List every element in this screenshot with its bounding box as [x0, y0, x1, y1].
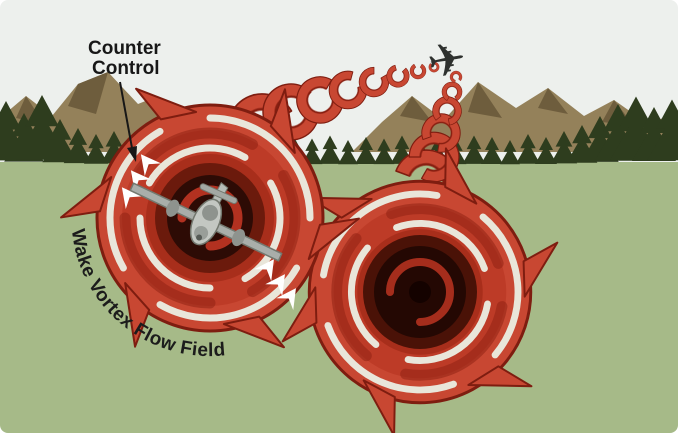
airplane-icon: ✈ [423, 31, 470, 89]
vortex-right [218, 91, 621, 433]
counter-control-line1: Counter [88, 38, 161, 59]
counter-control-line2: Control [92, 58, 160, 79]
counter-control-label: Counter Control [88, 38, 161, 79]
aircraft-front [129, 182, 283, 262]
counter-control-leader-arrow [119, 81, 137, 162]
